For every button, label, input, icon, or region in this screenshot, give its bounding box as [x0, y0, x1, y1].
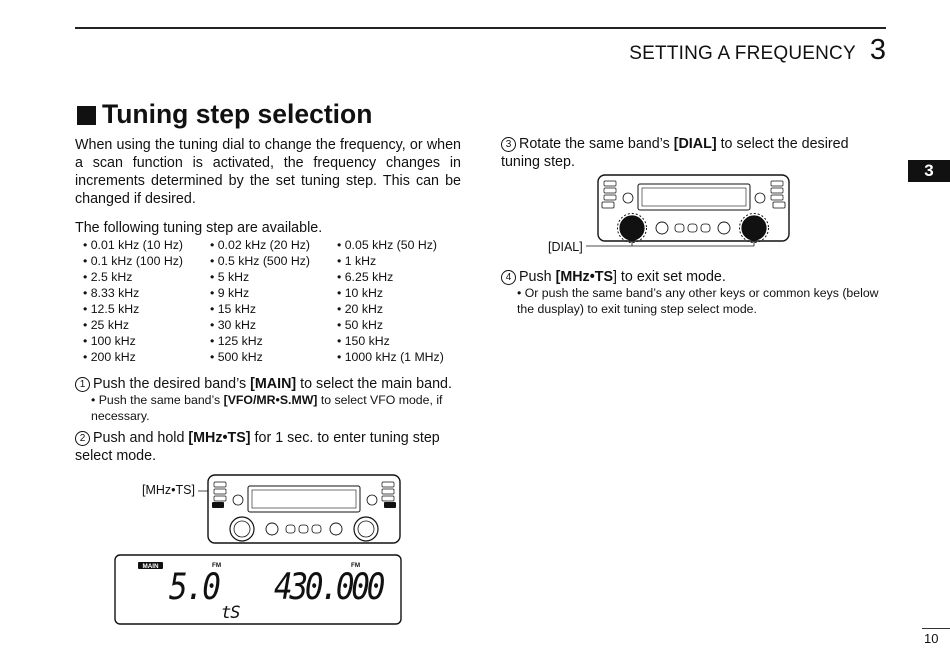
- radio-panel-dial-illustration: [586, 174, 790, 247]
- step-text: Push: [519, 269, 556, 285]
- step-number-icon: 4: [501, 270, 516, 285]
- page-header: SETTING A FREQUENCY 3: [629, 34, 886, 67]
- step-4-note: • Or push the same band’s any other keys…: [517, 286, 879, 316]
- main-badge-bg: [138, 562, 163, 569]
- page-number-rule: [922, 628, 950, 629]
- radio-panel-illustration: [198, 474, 401, 544]
- frequency-readout: 430.000: [274, 565, 384, 607]
- left-mode-indicator: FM: [212, 562, 221, 569]
- tuning-step-item: • 30 kHz: [210, 318, 256, 332]
- tuning-step-item: • 0.05 kHz (50 Hz): [337, 238, 437, 252]
- ts-indicator: tS: [221, 603, 240, 623]
- note-text: • Push the same band’s: [91, 393, 224, 407]
- tuning-step-item: • 15 kHz: [210, 302, 256, 316]
- tuning-step-item: • 10 kHz: [337, 286, 383, 300]
- step-1-note: • Push the same band’s [VFO/MR•S.MW] to …: [91, 392, 462, 424]
- step-text: to select the main band.: [296, 376, 452, 392]
- dial-callout: [DIAL]: [548, 240, 583, 254]
- step-text: ] to exit set mode.: [612, 269, 726, 285]
- main-badge: MAIN: [142, 563, 159, 570]
- step-text: Rotate the same band’s: [519, 136, 674, 152]
- tuning-step-item: • 1 kHz: [337, 254, 377, 268]
- tuning-step-item: • 20 kHz: [337, 302, 383, 316]
- available-steps-label: The following tuning step are available.: [75, 220, 323, 236]
- chapter-number: 3: [869, 34, 886, 66]
- key-label: [MHz•TS]: [188, 430, 251, 446]
- tuning-step-item: • 0.02 kHz (20 Hz): [210, 238, 310, 252]
- step-text: to select the desired tuning step.: [501, 136, 849, 170]
- tuning-step-item: • 25 kHz: [83, 318, 129, 332]
- mhz-ts-callout: [MHz•TS]: [142, 483, 195, 497]
- top-rule: [75, 27, 886, 29]
- section-title: Tuning step selection: [102, 99, 373, 129]
- tuning-step-item: • 5 kHz: [210, 270, 250, 284]
- tuning-steps-list: • 0.01 kHz (10 Hz) • 0.02 kHz (20 Hz) • 0.…: [83, 237, 463, 365]
- tuning-step-item: • 9 kHz: [210, 286, 250, 300]
- header-title: SETTING A FREQUENCY: [629, 43, 856, 64]
- page-number: 10: [924, 631, 939, 646]
- key-label: [DIAL]: [673, 136, 717, 152]
- tuning-step-item: • 6.25 kHz: [337, 270, 394, 284]
- tuning-step-item: • 50 kHz: [337, 318, 383, 332]
- tuning-step-item: • 0.5 kHz (500 Hz): [210, 254, 310, 268]
- tuning-step-item: • 0.1 kHz (100 Hz): [83, 254, 183, 268]
- square-bullet-icon: [77, 106, 96, 125]
- tuning-step-readout: 5.0: [169, 565, 220, 607]
- intro-paragraph: When using the tuning dial to change the…: [75, 137, 461, 207]
- key-label: [VFO/MR•S.MW]: [223, 393, 318, 407]
- chapter-side-tab: 3: [908, 160, 950, 182]
- tuning-step-item: • 500 kHz: [210, 350, 263, 364]
- key-label: [MAIN]: [250, 376, 297, 392]
- step-text: Push the desired band’s: [93, 376, 251, 392]
- lcd-display-illustration: MAIN FM FM 5.0 430.000 tS: [114, 554, 402, 625]
- right-mode-indicator: FM: [351, 562, 360, 569]
- section-heading: Tuning step selection: [77, 99, 372, 130]
- step-number-icon: 2: [75, 431, 90, 446]
- tuning-step-item: • 1000 kHz (1 MHz): [337, 350, 444, 364]
- tuning-step-item: • 150 kHz: [337, 334, 390, 348]
- tuning-step-item: • 8.33 kHz: [83, 286, 140, 300]
- key-label: [MHz•TS: [555, 269, 613, 285]
- note-text: to select VFO mode, if necessary.: [91, 393, 443, 423]
- step-number-icon: 3: [501, 137, 516, 152]
- step-text: Push and hold: [93, 430, 189, 446]
- tuning-step-item: • 125 kHz: [210, 334, 263, 348]
- tuning-step-item: • 12.5 kHz: [83, 302, 140, 316]
- tuning-step-item: • 200 kHz: [83, 350, 136, 364]
- step-text: for 1 sec. to enter tuning step select m…: [75, 430, 440, 464]
- tuning-step-item: • 0.01 kHz (10 Hz): [83, 238, 183, 252]
- tuning-step-item: • 2.5 kHz: [83, 270, 133, 284]
- step-number-icon: 1: [75, 377, 90, 392]
- tuning-step-item: • 100 kHz: [83, 334, 136, 348]
